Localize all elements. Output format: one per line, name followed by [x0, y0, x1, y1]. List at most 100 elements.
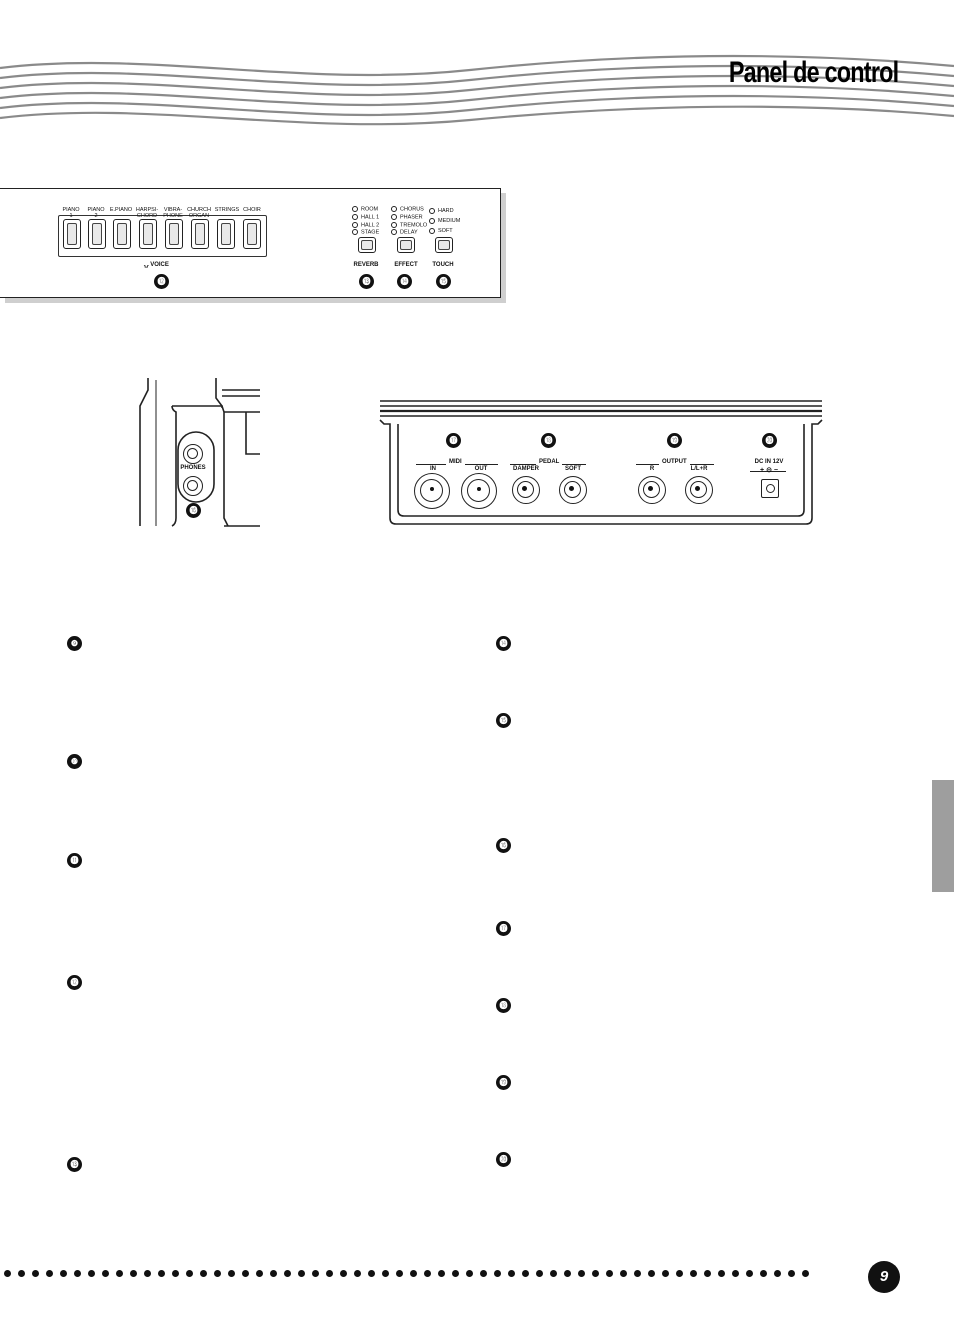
footer-dot: [270, 1270, 277, 1277]
touch-label: TOUCH: [432, 262, 454, 268]
jack-ring: [690, 481, 707, 498]
led-label: STAGE: [361, 229, 380, 236]
footer-dot: [522, 1270, 529, 1277]
phones-jack-1[interactable]: [183, 444, 203, 464]
jack-ring: [467, 479, 490, 502]
footer-dot: [214, 1270, 221, 1277]
phones-jack-2[interactable]: [183, 476, 203, 496]
soft-label: SOFT: [565, 466, 581, 472]
jack-ring: [420, 479, 443, 502]
footer-dot: [116, 1270, 123, 1277]
footer-dot: [690, 1270, 697, 1277]
footer-dot: [256, 1270, 263, 1277]
led-medium: MEDIUM: [429, 216, 460, 226]
footer-dot-rule: [4, 1270, 814, 1280]
voice-button-vibraphone[interactable]: [165, 219, 183, 249]
led-soft: SOFT: [429, 226, 460, 236]
voice-button-epiano[interactable]: [113, 219, 131, 249]
footer-dot: [578, 1270, 585, 1277]
keyboard-icon: ⍽: [144, 262, 151, 268]
footer-dot: [774, 1270, 781, 1277]
jack-core: [569, 486, 574, 491]
desc-number-9: ❾: [67, 636, 82, 651]
footer-dot: [242, 1270, 249, 1277]
callout-number-13: ⓭: [359, 274, 374, 289]
footer-dot: [158, 1270, 165, 1277]
led-label: HALL 1: [361, 214, 380, 221]
desc-number-20: ⓴: [496, 1152, 511, 1167]
voice-button-harpsichord[interactable]: [139, 219, 157, 249]
voice-button-strings[interactable]: [217, 219, 235, 249]
footer-dot: [606, 1270, 613, 1277]
midi-group-title: MIDI: [446, 459, 465, 465]
dc-in-jack[interactable]: [761, 479, 779, 498]
pedal-group-title: PEDAL: [536, 459, 563, 465]
callout-number-12: ⓬: [154, 274, 169, 289]
desc-number-15: ⓯: [496, 713, 511, 728]
voice-button-piano2[interactable]: [88, 219, 106, 249]
phones-label: PHONES: [180, 465, 206, 471]
footer-dot: [172, 1270, 179, 1277]
footer-dot: [102, 1270, 109, 1277]
footer-dot: [382, 1270, 389, 1277]
led-label: TREMOLO: [400, 221, 428, 228]
callout-number-19: ⓳: [667, 433, 682, 448]
soft-pedal-jack[interactable]: [559, 476, 587, 504]
footer-dot: [130, 1270, 137, 1277]
output-l-jack[interactable]: [685, 476, 713, 504]
voice-label-strings: STRINGS: [214, 207, 240, 213]
voice-button-bar: [58, 215, 267, 257]
output-r-label: R: [649, 466, 655, 472]
damper-jack[interactable]: [512, 476, 540, 504]
output-r-jack[interactable]: [638, 476, 666, 504]
footer-dot: [508, 1270, 515, 1277]
footer-dot: [424, 1270, 431, 1277]
led-icon: [352, 206, 358, 212]
desc-number-16: ⓰: [496, 838, 511, 853]
jack-pin: [430, 487, 434, 491]
footer-dot: [564, 1270, 571, 1277]
midi-in-jack[interactable]: [414, 473, 450, 509]
footer-dot: [228, 1270, 235, 1277]
footer-dot: [326, 1270, 333, 1277]
voice-button-church-organ[interactable]: [191, 219, 209, 249]
callout-number-17: ⓱: [446, 433, 461, 448]
reverb-button[interactable]: [358, 237, 376, 253]
jack-ring: [187, 448, 198, 459]
footer-dot: [480, 1270, 487, 1277]
footer-dot: [284, 1270, 291, 1277]
footer-dot: [200, 1270, 207, 1277]
footer-dot: [536, 1270, 543, 1277]
voice-group-label: ⍽ VOICE: [144, 261, 169, 268]
led-label: SOFT: [438, 228, 453, 234]
voice-label-vibraphone: VIBRA-PHONE: [163, 207, 183, 219]
footer-dot: [46, 1270, 53, 1277]
footer-dot: [396, 1270, 403, 1277]
callout-number-16: ⓰: [186, 503, 201, 518]
effect-led-list: CHORUS PHASER TREMOLO DELAY: [391, 206, 427, 237]
footer-dot: [340, 1270, 347, 1277]
voice-button-piano1[interactable]: [63, 219, 81, 249]
voice-button-choir[interactable]: [243, 219, 261, 249]
led-label: HALL 2: [361, 221, 380, 228]
footer-dot: [466, 1270, 473, 1277]
led-icon: [391, 206, 397, 212]
midi-out-jack[interactable]: [461, 473, 497, 509]
dc-polarity-label: + ⊝ −: [760, 467, 778, 474]
footer-dot: [186, 1270, 193, 1277]
side-panel-drawing: [139, 378, 260, 527]
effect-button[interactable]: [397, 237, 415, 253]
led-label: ROOM: [361, 206, 379, 213]
voice-label-choir: CHOIR: [243, 207, 261, 213]
footer-dot: [620, 1270, 627, 1277]
jack-ring: [564, 481, 581, 498]
led-phaser: PHASER: [391, 213, 427, 222]
voice-label-epiano: E.PIANO: [109, 207, 133, 213]
led-label: MEDIUM: [438, 218, 461, 224]
desc-number-19: ⓳: [496, 1075, 511, 1090]
dc-in-label: DC IN 12V: [754, 459, 784, 465]
touch-button[interactable]: [435, 237, 453, 253]
footer-dot: [802, 1270, 809, 1277]
